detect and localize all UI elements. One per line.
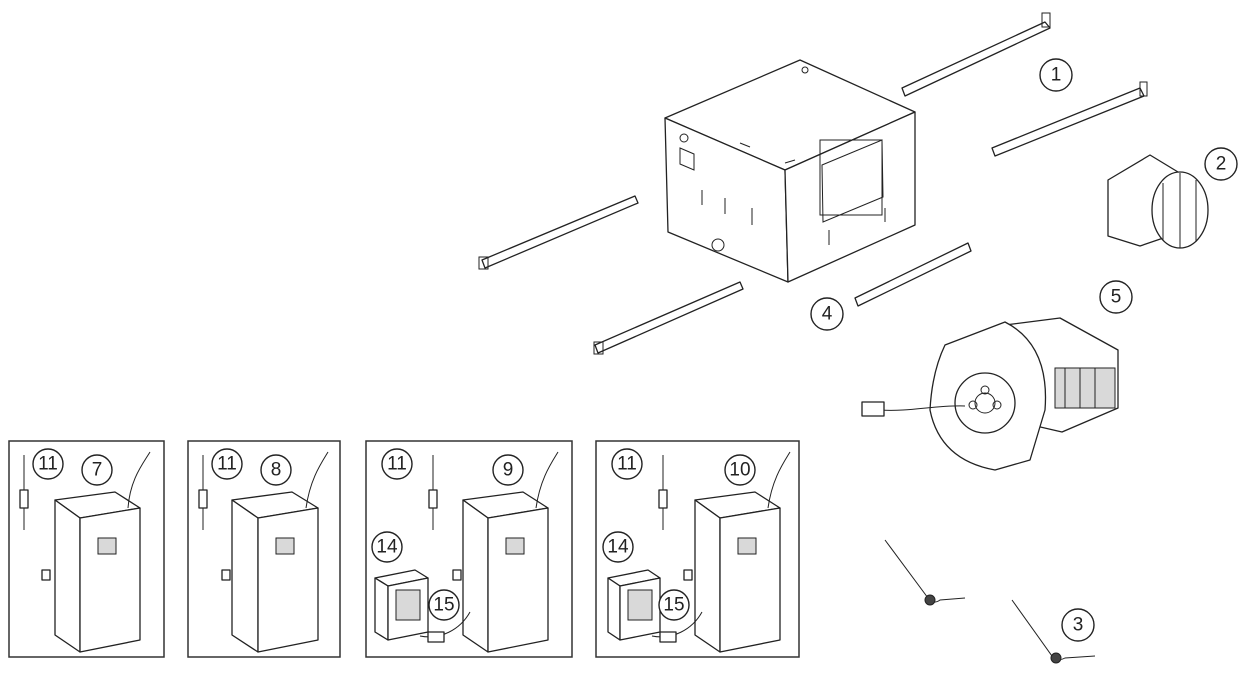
svg-text:3: 3	[1073, 615, 1084, 636]
svg-text:2: 2	[1216, 154, 1227, 175]
panel-3-callout-14: 14	[371, 531, 403, 563]
callout-3: 3	[1061, 608, 1095, 642]
svg-text:7: 7	[92, 460, 103, 481]
panel-2: 11 8	[187, 440, 341, 658]
panel-3-callout-15: 15	[428, 589, 460, 621]
panel-4-callout-10: 10	[724, 454, 756, 486]
svg-text:11: 11	[387, 454, 407, 475]
svg-text:15: 15	[663, 595, 684, 616]
panel-2-callout-11: 11	[211, 448, 243, 480]
damper-grille	[1107, 154, 1209, 249]
svg-text:11: 11	[217, 454, 237, 475]
mounting-rails	[478, 12, 1148, 355]
callout-1: 1	[1039, 58, 1073, 92]
panel-4-callout-14: 14	[602, 531, 634, 563]
blower-fan	[861, 317, 1119, 471]
spring-clips	[884, 539, 1096, 664]
panel-1-callout-11: 11	[32, 448, 64, 480]
svg-text:11: 11	[38, 454, 58, 475]
svg-text:10: 10	[729, 460, 750, 481]
panel-3-callout-9: 9	[492, 454, 524, 486]
svg-text:15: 15	[433, 595, 454, 616]
svg-text:14: 14	[376, 537, 398, 558]
svg-text:9: 9	[503, 460, 514, 481]
svg-text:14: 14	[607, 537, 629, 558]
housing-box	[664, 59, 916, 283]
callout-2: 2	[1204, 147, 1238, 181]
callout-5: 5	[1099, 280, 1133, 314]
panel-4-callout-15: 15	[658, 589, 690, 621]
panel-3: 11 9 14 15	[365, 440, 573, 658]
svg-text:5: 5	[1111, 287, 1122, 308]
svg-text:11: 11	[617, 454, 637, 475]
panel-3-callout-11: 11	[381, 448, 413, 480]
svg-text:1: 1	[1051, 65, 1062, 86]
panel-1: 11 7	[8, 440, 165, 658]
panel-4: 11 10 14 15	[595, 440, 800, 658]
panel-1-callout-7: 7	[81, 454, 113, 486]
panel-4-callout-11: 11	[611, 448, 643, 480]
svg-text:8: 8	[271, 460, 282, 481]
panel-2-callout-8: 8	[260, 454, 292, 486]
callout-4: 4	[810, 297, 844, 331]
svg-text:4: 4	[822, 304, 833, 325]
